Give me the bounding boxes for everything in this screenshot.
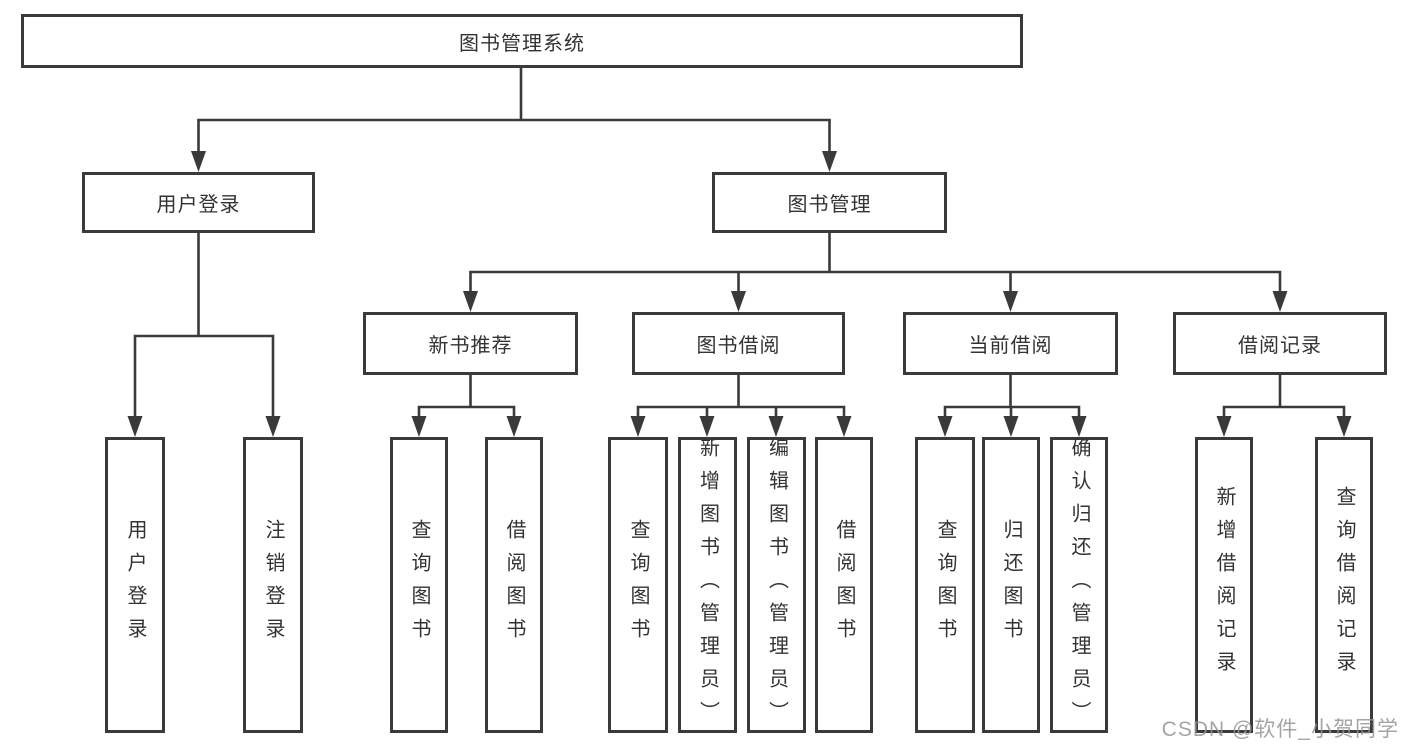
leaf-user-login: 用户登录 — [105, 437, 165, 733]
node-new-book-recommend: 新书推荐 — [363, 312, 578, 375]
leaf-logout: 注销登录 — [243, 437, 303, 733]
leaf-borrow-book: 借阅图书 — [815, 437, 873, 733]
leaf-confirm-return-admin: 确认归还（管理员） — [1050, 436, 1108, 734]
leaf-query-book-recommend: 查询图书 — [390, 437, 448, 733]
leaf-label: 查询图书 — [934, 519, 956, 651]
leaf-label: 新增图书（管理员） — [696, 436, 719, 734]
leaf-label: 确认归还（管理员） — [1068, 436, 1090, 734]
leaf-edit-book-admin: 编辑图书（管理员） — [747, 436, 806, 734]
node-label: 图书管理系统 — [459, 32, 585, 55]
leaf-label: 用户登录 — [124, 519, 146, 651]
node-borrow-records: 借阅记录 — [1173, 312, 1387, 375]
node-label: 借阅记录 — [1238, 335, 1322, 357]
node-book-management: 图书管理 — [712, 172, 947, 233]
leaf-label: 查询借阅记录 — [1333, 486, 1355, 684]
leaf-label: 查询图书 — [408, 519, 430, 651]
node-label: 图书管理 — [787, 194, 872, 216]
leaf-label: 新增借阅记录 — [1213, 486, 1235, 684]
leaf-add-book-admin: 新增图书（管理员） — [678, 436, 737, 734]
node-root-system: 图书管理系统 — [21, 14, 1023, 68]
leaf-query-book-current: 查询图书 — [915, 437, 975, 733]
node-label: 用户登录 — [156, 194, 241, 216]
node-label: 当前借阅 — [968, 335, 1053, 357]
leaf-borrow-book-recommend: 借阅图书 — [485, 437, 543, 733]
leaf-query-book-borrow: 查询图书 — [608, 437, 668, 733]
node-current-borrow: 当前借阅 — [903, 312, 1118, 375]
csdn-watermark: CSDN @软件_小贺同学 — [1161, 718, 1399, 741]
node-user-login: 用户登录 — [82, 172, 315, 233]
node-book-borrow: 图书借阅 — [632, 312, 845, 375]
leaf-label: 借阅图书 — [503, 519, 525, 651]
leaf-label: 编辑图书（管理员） — [765, 436, 788, 734]
node-label: 图书借阅 — [696, 335, 781, 357]
leaf-label: 查询图书 — [627, 519, 649, 651]
leaf-label: 借阅图书 — [833, 519, 855, 651]
leaf-label: 归还图书 — [1000, 519, 1022, 651]
node-label: 新书推荐 — [428, 335, 513, 357]
leaf-return-book: 归还图书 — [982, 437, 1040, 733]
leaf-query-borrow-record: 查询借阅记录 — [1315, 437, 1373, 733]
leaf-add-borrow-record: 新增借阅记录 — [1195, 437, 1253, 733]
leaf-label: 注销登录 — [262, 519, 284, 651]
